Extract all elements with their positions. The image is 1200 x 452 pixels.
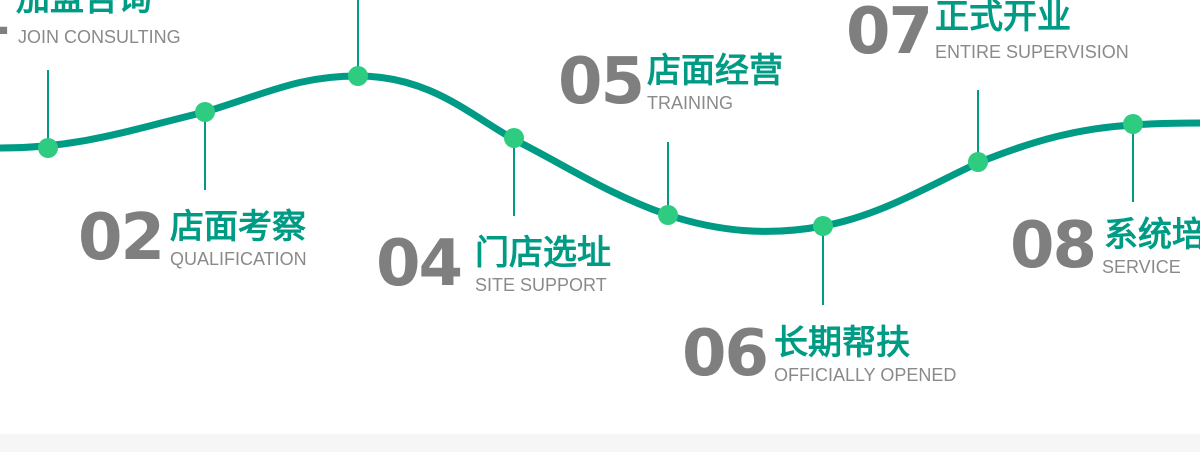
step-number: 04 bbox=[376, 227, 463, 301]
step-title: 店面考察 bbox=[170, 207, 306, 247]
timeline-dot-7 bbox=[968, 152, 988, 172]
step-title: 长期帮扶 bbox=[774, 323, 910, 363]
timeline-dot-6 bbox=[813, 216, 833, 236]
step-number: 1 bbox=[0, 0, 11, 44]
step-subtitle: SITE SUPPORT bbox=[475, 275, 607, 295]
timeline-dot-1 bbox=[38, 138, 58, 158]
step-number: 06 bbox=[682, 317, 769, 391]
step-subtitle: ENTIRE SUPERVISION bbox=[935, 42, 1129, 62]
step-title: 正式开业 bbox=[935, 0, 1071, 37]
step-subtitle: SERVICE bbox=[1102, 257, 1181, 277]
step-subtitle: OFFICIALLY OPENED bbox=[774, 365, 957, 385]
wave-line bbox=[0, 72, 1200, 235]
step-subtitle: TRAINING bbox=[647, 93, 734, 113]
timeline-dot-5 bbox=[658, 205, 678, 225]
timeline-dot-4 bbox=[504, 128, 524, 148]
step-title: 门店选址 bbox=[475, 233, 611, 273]
step-number: 05 bbox=[558, 45, 645, 119]
step-subtitle: JOIN CONSULTING bbox=[18, 27, 181, 47]
bottom-band bbox=[0, 434, 1200, 452]
timeline-dot-3 bbox=[348, 66, 368, 86]
step-number: 07 bbox=[846, 0, 933, 69]
timeline-dot-2 bbox=[195, 102, 215, 122]
step-number: 02 bbox=[78, 201, 165, 275]
step-title: 加盟咨询 bbox=[16, 0, 152, 16]
step-number: 08 bbox=[1010, 209, 1097, 283]
step-title: 系统培 bbox=[1104, 215, 1200, 255]
step-subtitle: QUALIFICATION bbox=[170, 249, 307, 269]
step-title: 店面经营 bbox=[647, 51, 783, 91]
timeline-dot-8 bbox=[1123, 114, 1143, 134]
